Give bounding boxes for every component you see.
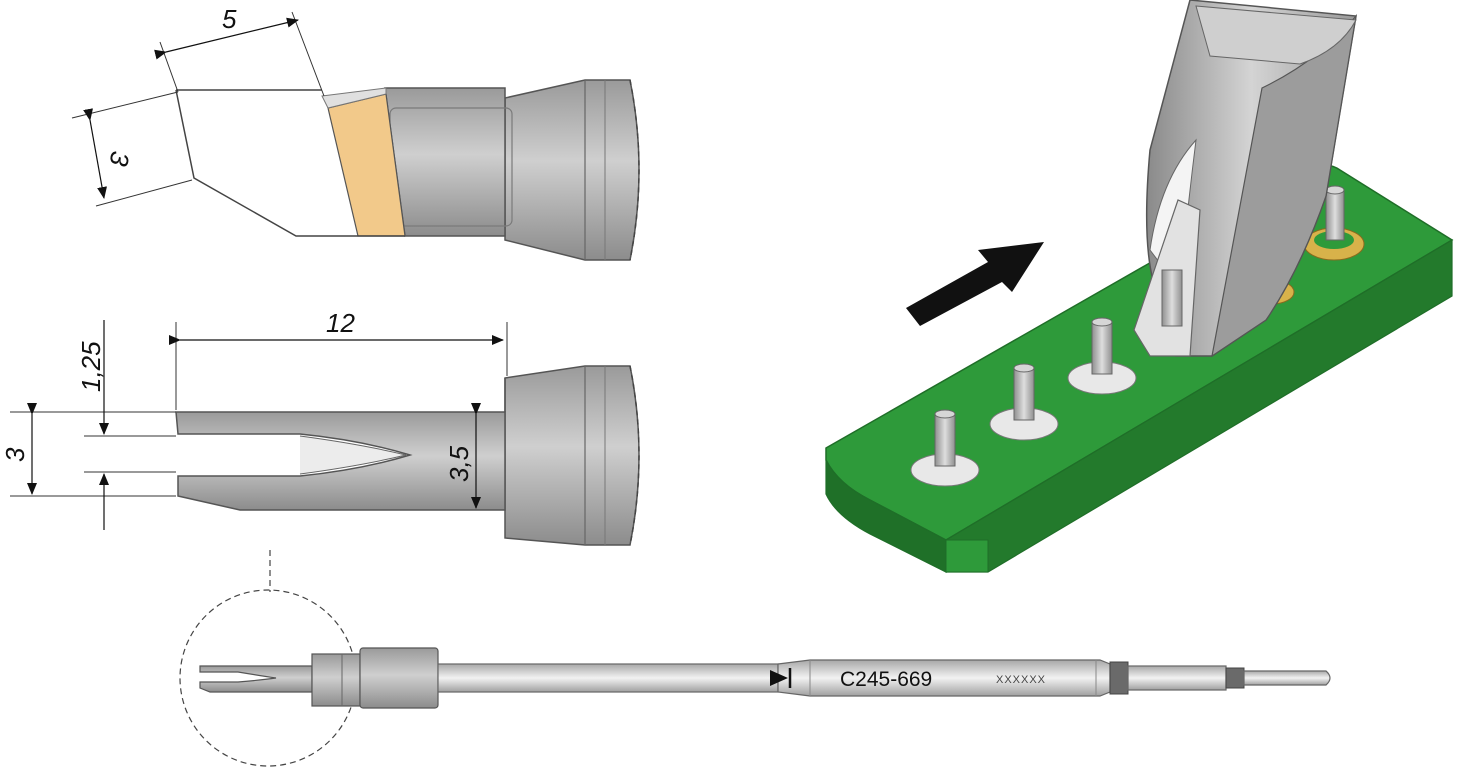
top-view: 12 1,25 3 3,5: [0, 308, 640, 546]
direction-arrow-icon: [906, 242, 1044, 326]
dim-top-height: 3: [103, 149, 135, 169]
tip-bevel-outline: [175, 89, 405, 237]
dim-top-width: 5: [222, 4, 237, 34]
dim-body-height: 3,5: [444, 445, 474, 482]
dim-fork-width: 3: [0, 447, 30, 462]
cartridge-view: C245-669 XXXXXX: [179, 550, 1331, 767]
tip-collar-top: [504, 365, 640, 546]
serial-label: XXXXXX: [996, 674, 1046, 686]
pcb-board: [825, 164, 1454, 541]
polarity-marker-icon: [770, 668, 792, 688]
tip-body: [384, 87, 506, 237]
fork-body: [175, 411, 506, 511]
part-number-label: C245-669: [840, 668, 932, 691]
soldering-tip-3d: [1133, 0, 1357, 358]
tip-collar: [504, 79, 640, 261]
dim-length: 12: [326, 308, 355, 338]
dim-tine-offset: 1,25: [76, 341, 106, 392]
side-view: 5 3: [71, 4, 640, 261]
solder-joint: [910, 409, 980, 487]
solder-joint: [989, 363, 1059, 441]
pcb-illustration: [825, 0, 1454, 573]
solder-joint: [1067, 317, 1137, 395]
